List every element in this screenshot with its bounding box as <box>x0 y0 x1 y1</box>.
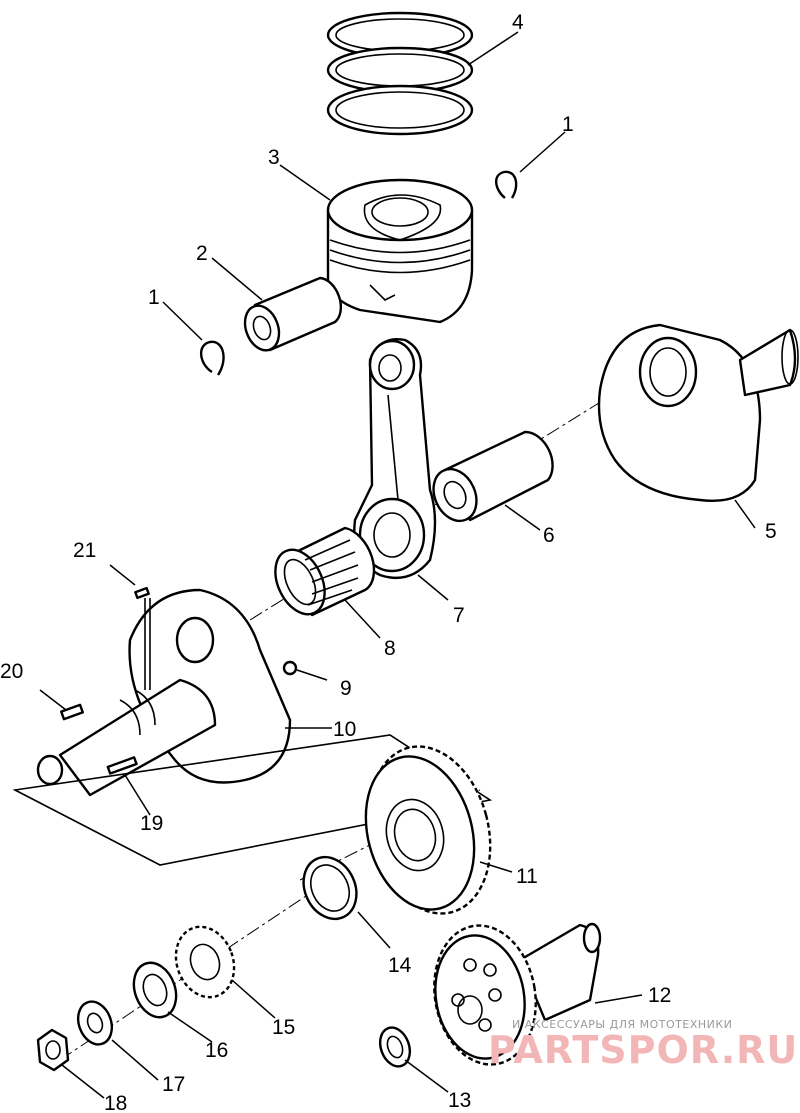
callout-dowel-pin: 19 <box>140 812 164 835</box>
circlip-right <box>495 170 518 199</box>
callout-ball: 9 <box>340 677 352 700</box>
piston-rings <box>326 11 474 136</box>
callout-balancer-gear: 12 <box>648 984 672 1007</box>
watermark-logo: PARTSPOR.RU <box>488 1028 799 1072</box>
callout-crank-half-right: 5 <box>765 520 777 543</box>
callout-flat-washer: 17 <box>162 1073 186 1096</box>
callout-lock-nut: 16 <box>205 1039 229 1062</box>
crank-pin <box>432 430 554 523</box>
assembly-bracket <box>12 734 493 866</box>
key <box>60 703 84 721</box>
needle-bearing <box>274 526 376 617</box>
callout-washer: 14 <box>388 954 412 977</box>
drive-gear <box>364 745 492 915</box>
callout-crank-half-left: 10 <box>333 718 357 741</box>
wrist-pin <box>243 276 343 352</box>
callout-crank-pin: 6 <box>543 524 555 547</box>
balancer-gear <box>433 922 602 1066</box>
crank-half-right <box>597 323 799 502</box>
nut <box>36 1028 70 1072</box>
circlip-left <box>200 340 225 376</box>
callout-circlip-right: 1 <box>562 113 574 136</box>
small-key <box>134 586 150 600</box>
small-gear <box>174 925 236 999</box>
callout-small-key: 21 <box>73 539 97 562</box>
callout-drive-gear: 11 <box>516 865 538 888</box>
callout-piston-rings: 4 <box>512 11 524 34</box>
dowel-pin <box>106 756 138 775</box>
callout-circlip-left: 1 <box>148 286 160 309</box>
flat-washer <box>76 1000 114 1046</box>
ball <box>282 660 298 676</box>
callout-key: 20 <box>0 660 24 683</box>
leader-lines <box>39 31 756 1099</box>
callout-connecting-rod: 7 <box>453 604 465 627</box>
washer <box>302 855 358 921</box>
callout-needle-bearing: 8 <box>384 637 396 660</box>
lock-nut <box>132 961 178 1019</box>
crank-half-left <box>36 588 292 797</box>
piston <box>326 178 474 324</box>
callout-wrist-pin: 2 <box>196 242 208 265</box>
watermark-tagline: И АКСЕССУАРЫ ДЛЯ МОТОТЕХНИКИ <box>512 1018 733 1031</box>
callout-small-washer: 13 <box>448 1089 472 1112</box>
connecting-rod <box>353 338 437 580</box>
callout-small-gear: 15 <box>272 1016 296 1039</box>
small-washer <box>378 1026 412 1068</box>
callout-piston: 3 <box>268 146 280 169</box>
callout-nut: 18 <box>104 1092 128 1113</box>
